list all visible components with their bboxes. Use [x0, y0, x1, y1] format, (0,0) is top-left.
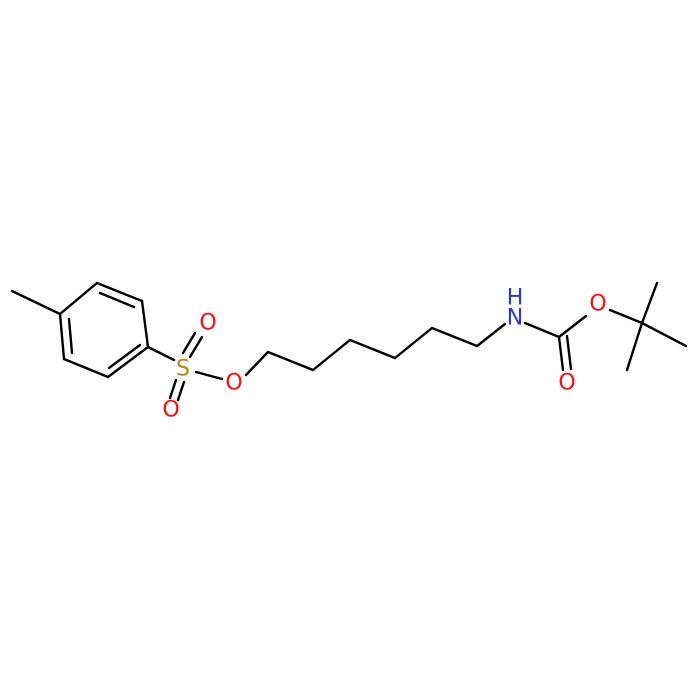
- bond-s-o-bottom-b: [176, 380, 186, 402]
- atom-oxygen-sulfonyl-top: O: [199, 311, 216, 336]
- bond-ring-3: [140, 299, 150, 349]
- bond-ring-inner-2: [107, 343, 142, 370]
- bond-tbutyl-methyl-up: [640, 281, 659, 325]
- atom-hydrogen-amine: H: [507, 286, 524, 311]
- atom-oxygen-carbamate: O: [589, 292, 606, 317]
- bond-ring-sulfur: [146, 345, 176, 362]
- bond-methyl-ring: [10, 289, 62, 316]
- bond-tbutyl-methyl-right: [640, 321, 688, 348]
- bond-lines: [10, 281, 688, 402]
- bond-chain-n: [475, 322, 507, 348]
- bond-chain-2: [311, 338, 352, 372]
- bond-ring-5: [62, 357, 110, 379]
- bond-n-carbonyl: [523, 321, 561, 339]
- bond-o-tbutyl: [608, 308, 644, 325]
- bond-c-o-ester: [557, 314, 588, 339]
- bond-chain-5: [430, 326, 479, 348]
- bond-ring-4: [106, 345, 150, 379]
- bond-ring-inner-3: [67, 317, 74, 355]
- bond-s-o-bottom-a: [168, 378, 178, 400]
- bond-chain-1: [266, 350, 315, 372]
- bond-o-chain: [244, 350, 270, 377]
- atom-nitrogen: N: [507, 306, 523, 331]
- bond-s-o-ester: [194, 370, 224, 381]
- bond-s-o-top-a: [181, 331, 197, 355]
- bond-tbutyl-methyl-down: [625, 321, 644, 372]
- bond-chain-4: [393, 326, 434, 360]
- atom-sulfur: S: [176, 357, 190, 382]
- bond-chain-3: [348, 338, 397, 360]
- bond-s-o-top-b: [188, 335, 204, 359]
- atom-oxygen-carbonyl: O: [558, 371, 575, 396]
- bond-c-o-double-a: [557, 335, 565, 372]
- bond-ring-1: [58, 281, 99, 316]
- bond-ring-6: [58, 312, 66, 361]
- atom-oxygen-sulfonyl-bottom: O: [162, 398, 179, 423]
- bond-ring-2: [95, 281, 144, 303]
- bond-c-o-double-b: [565, 334, 573, 371]
- atom-oxygen-ester: O: [225, 371, 242, 396]
- atom-labels: S O O O H N O O: [162, 286, 606, 423]
- bond-ring-inner-1: [98, 291, 136, 309]
